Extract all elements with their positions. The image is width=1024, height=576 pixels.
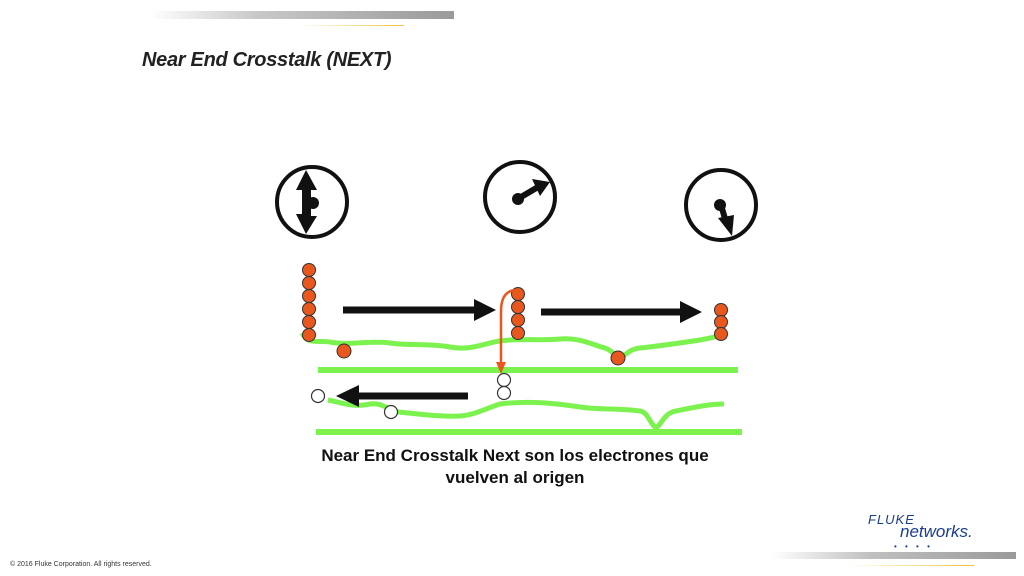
- logo-networks-text: networks.: [900, 522, 973, 541]
- electron-stack-far: [714, 303, 728, 341]
- fluke-networks-logo: FLUKE networks. • • • •: [866, 512, 996, 552]
- diagram-caption: Near End Crosstalk Next son los electron…: [270, 445, 760, 489]
- electron-stack-source: [302, 263, 316, 342]
- right-arrow-icon: [343, 299, 496, 321]
- returning-electron: [496, 385, 512, 401]
- meter-dial-up-right-icon: [483, 160, 557, 234]
- header-accent-line: [300, 25, 404, 26]
- logo-fluke-text: FLUKE: [868, 512, 915, 527]
- slide-title: Near End Crosstalk (NEXT): [142, 49, 392, 71]
- wire-pair-upper: [299, 330, 738, 373]
- footer-gradient-bar: [772, 552, 1016, 559]
- caption-line-1: Near End Crosstalk Next son los electron…: [321, 446, 709, 465]
- returning-electron: [310, 388, 326, 404]
- logo-dots: • • • •: [894, 542, 933, 551]
- meter-dial-down-icon: [684, 168, 758, 242]
- wire-pair-lower: [316, 397, 742, 435]
- caption-line-2: vuelven al origen: [445, 468, 585, 487]
- returning-electron: [383, 404, 399, 420]
- returning-electron: [496, 372, 512, 388]
- meter-dial-bidirectional-icon: [275, 165, 349, 239]
- header-gradient-bar: [150, 11, 454, 19]
- footer-accent-line: [850, 565, 974, 566]
- right-arrow-icon: [541, 301, 702, 323]
- electron-on-wire: [610, 350, 626, 366]
- left-arrow-icon: [336, 385, 468, 407]
- copyright-notice: © 2016 Fluke Corporation. All rights res…: [10, 561, 152, 568]
- electron-stack-middle: [511, 287, 525, 340]
- down-arrow-icon: [496, 288, 515, 374]
- electron-on-wire: [336, 343, 352, 359]
